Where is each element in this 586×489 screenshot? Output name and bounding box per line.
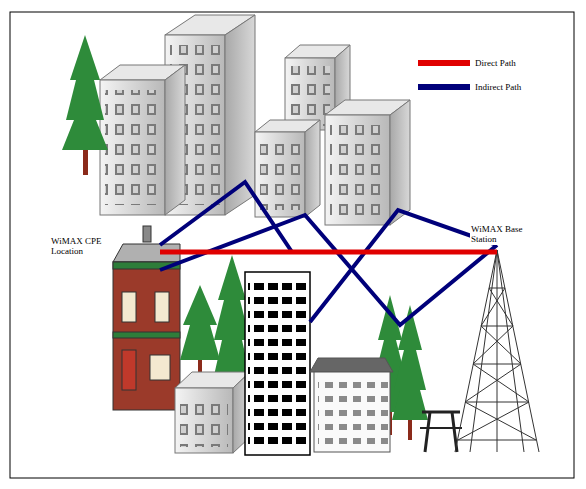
tree (62, 35, 108, 175)
frame (10, 12, 574, 478)
legend-text: Direct Path (475, 58, 516, 68)
legend-text: Indirect Path (475, 82, 521, 92)
legend-line-sample (418, 84, 470, 90)
label-holder: WiMAX CPE Location (50, 236, 108, 257)
lattice-tower (455, 250, 539, 452)
building (175, 372, 250, 453)
legend-line-sample (418, 60, 470, 66)
picnic-table (420, 412, 462, 452)
site-label: WiMAX CPE Location (50, 236, 108, 257)
indirect-path (160, 182, 497, 325)
legend-entry: Indirect Path (418, 82, 521, 92)
label-holder: WiMAX Base Station (470, 224, 532, 245)
site-label: WiMAX Base Station (470, 224, 532, 245)
office-tower (245, 272, 310, 455)
building (310, 358, 393, 452)
legend-entry: Direct Path (418, 58, 516, 68)
direct-path (160, 250, 497, 255)
